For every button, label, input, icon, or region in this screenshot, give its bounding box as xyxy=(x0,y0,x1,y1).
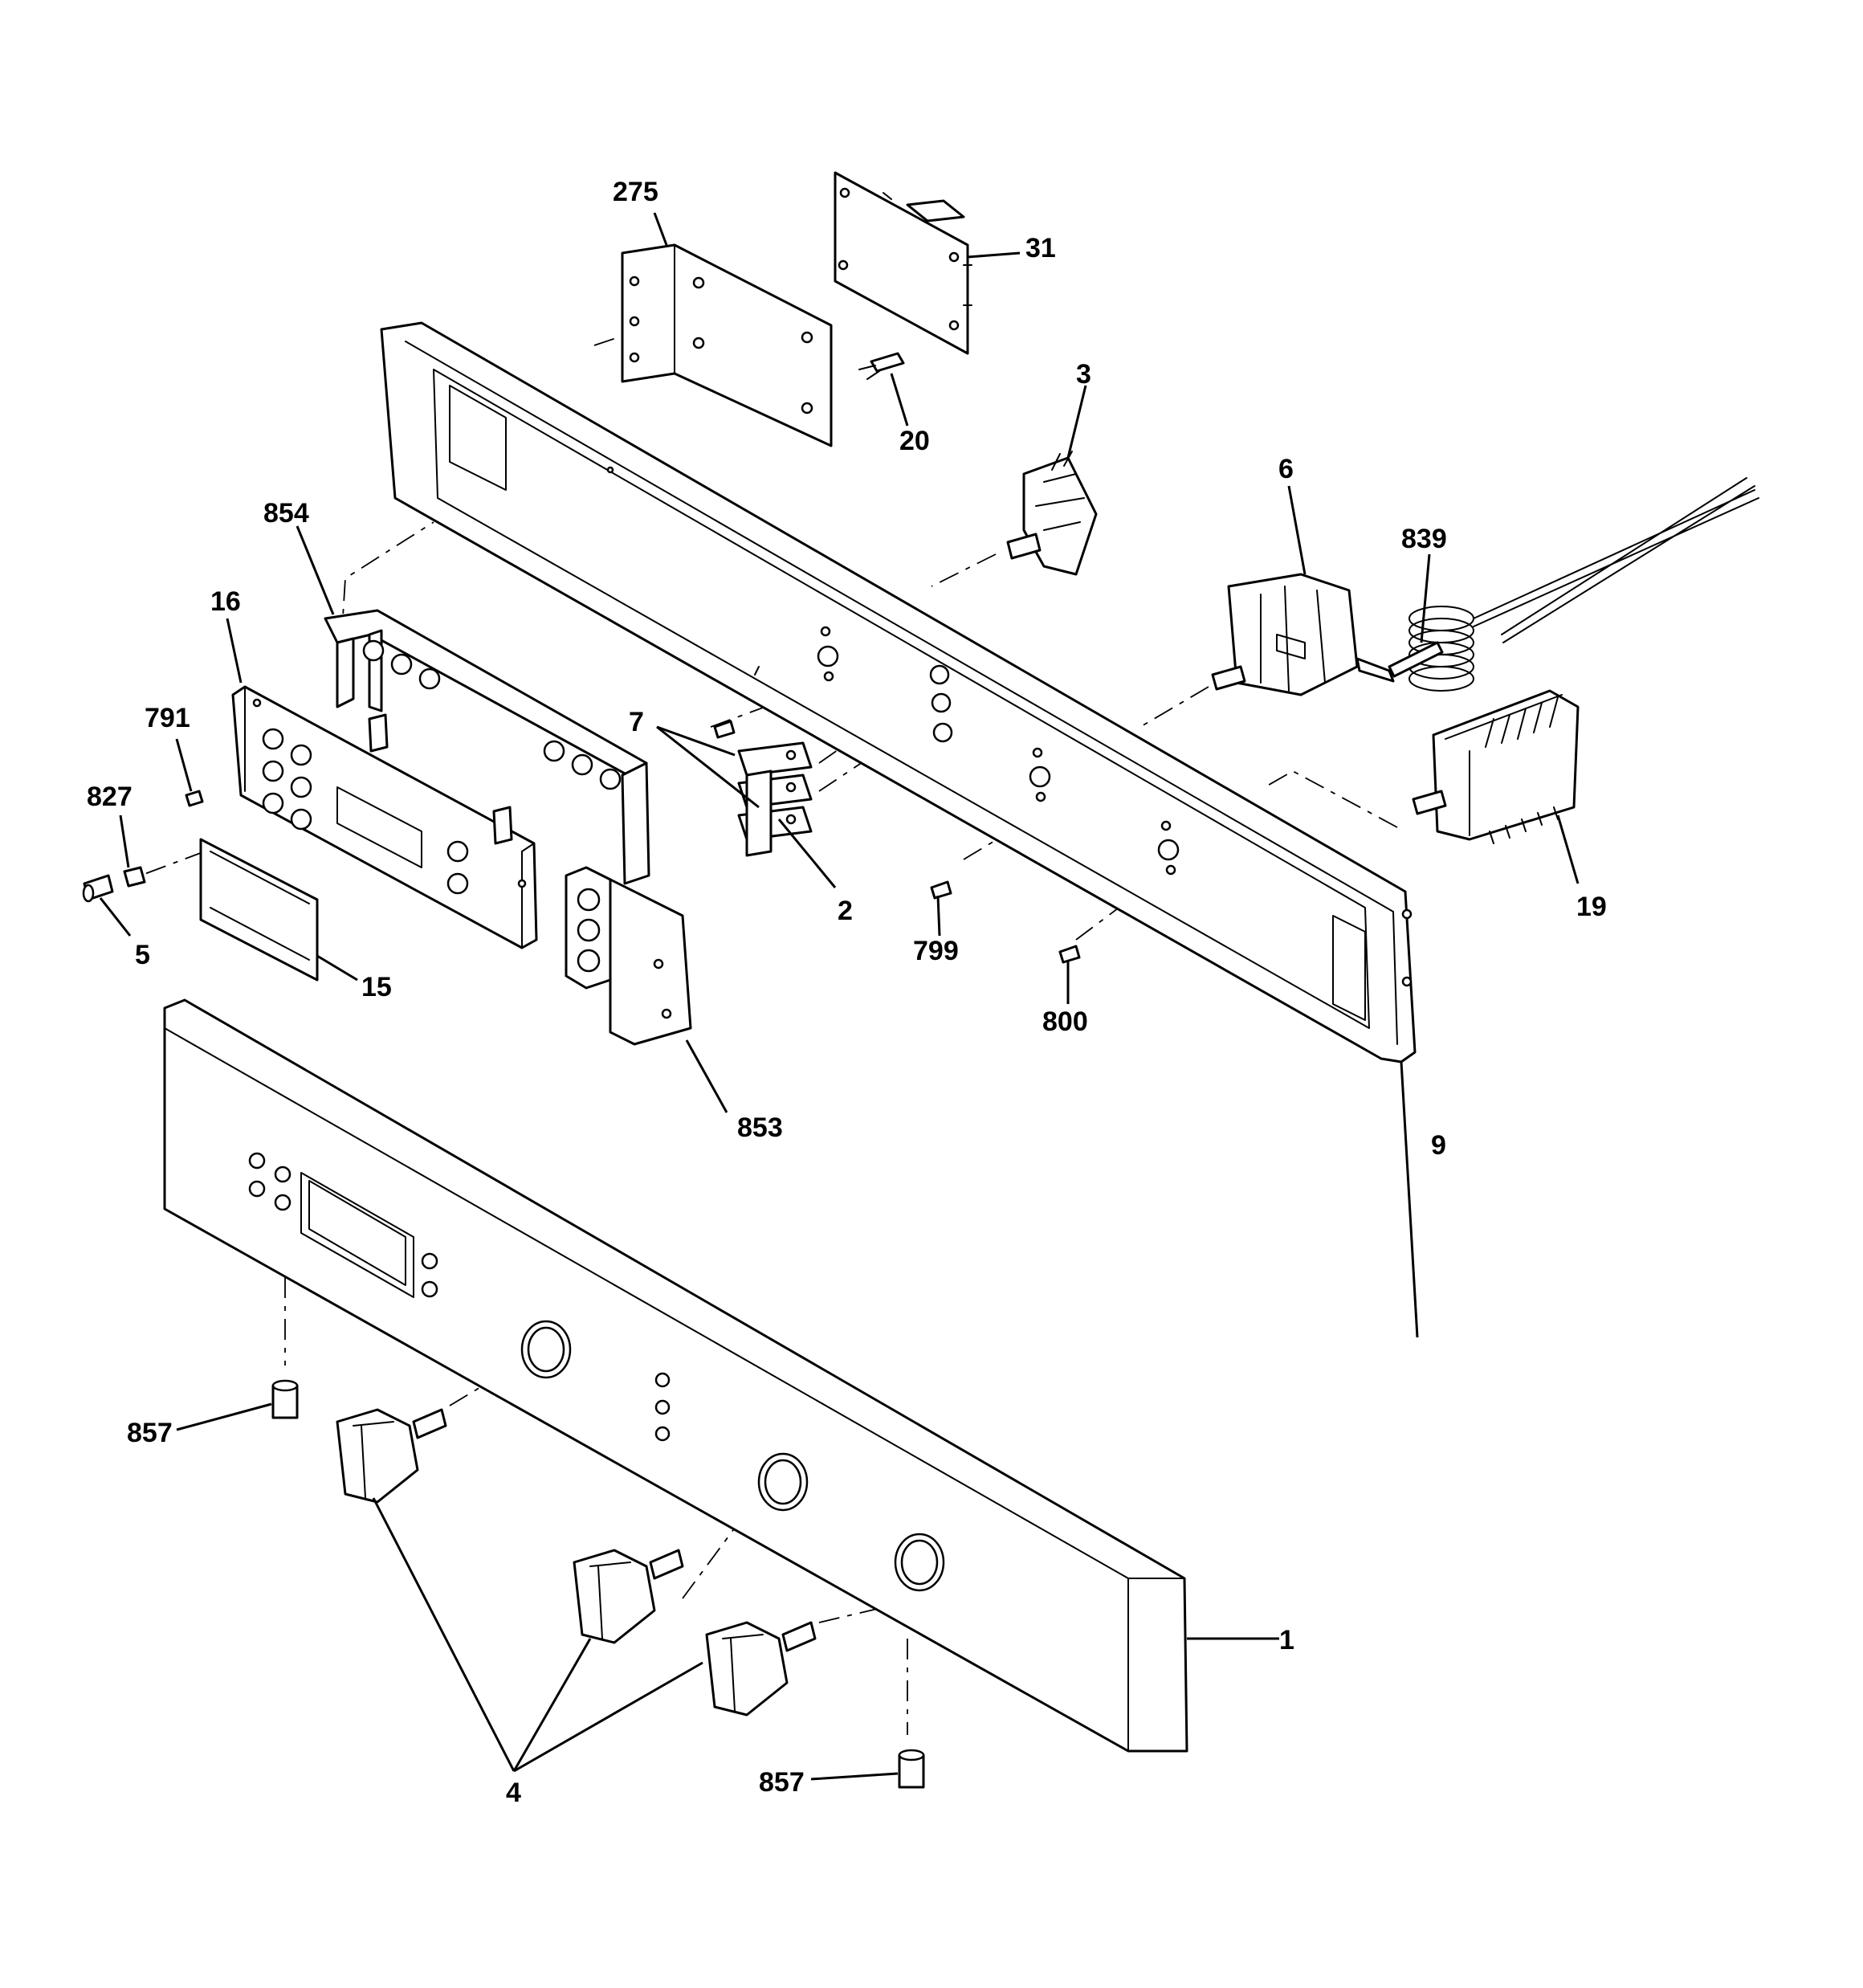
callout-853: 853 xyxy=(737,1112,783,1143)
callout-6: 6 xyxy=(1278,454,1294,484)
callout-15: 15 xyxy=(361,972,392,1002)
callout-16: 16 xyxy=(210,586,241,617)
callout-275: 275 xyxy=(613,177,658,207)
knob-2 xyxy=(573,1549,684,1644)
callout-31: 31 xyxy=(1025,233,1056,263)
callout-4: 4 xyxy=(506,1778,521,1808)
capillary-coil xyxy=(1388,477,1759,692)
callout-20: 20 xyxy=(899,426,930,456)
callout-7: 7 xyxy=(629,707,644,737)
callout-799: 799 xyxy=(913,936,959,966)
rotary-switch-3 xyxy=(1006,451,1098,576)
knob-1 xyxy=(336,1408,447,1504)
leader-lines xyxy=(99,212,1580,1781)
screws xyxy=(82,720,1081,964)
callout-839: 839 xyxy=(1401,524,1447,554)
callout-9: 9 xyxy=(1431,1130,1446,1161)
touch-control-housing xyxy=(231,685,538,949)
callout-857-bottom: 857 xyxy=(759,1767,805,1798)
callout-854: 854 xyxy=(263,498,309,529)
callout-19: 19 xyxy=(1576,892,1607,922)
board-clip xyxy=(858,352,905,380)
control-panel-frame xyxy=(380,321,1417,1063)
callout-3: 3 xyxy=(1076,359,1091,390)
knob-3 xyxy=(705,1621,817,1717)
callout-2: 2 xyxy=(838,896,853,926)
thermostat-6 xyxy=(1211,573,1395,696)
spacers xyxy=(271,1379,925,1789)
front-control-panel xyxy=(163,998,1188,1753)
push-switches xyxy=(737,741,813,857)
selector-switch-19 xyxy=(1412,689,1580,844)
switch-bracket-853 xyxy=(565,866,692,1046)
callout-791: 791 xyxy=(145,703,190,733)
callout-857-left: 857 xyxy=(127,1418,173,1448)
callout-labels: 275 31 20 3 6 839 19 9 854 16 791 827 5 … xyxy=(87,177,1607,1808)
display-bracket xyxy=(621,243,833,447)
callout-800: 800 xyxy=(1042,1006,1088,1037)
callout-5: 5 xyxy=(135,940,150,970)
control-board xyxy=(834,171,972,355)
control-knobs xyxy=(336,1408,817,1717)
switch-bracket-854 xyxy=(324,609,650,885)
overlay-label-15 xyxy=(199,838,319,982)
callout-827: 827 xyxy=(87,782,132,812)
callout-1: 1 xyxy=(1279,1625,1294,1655)
